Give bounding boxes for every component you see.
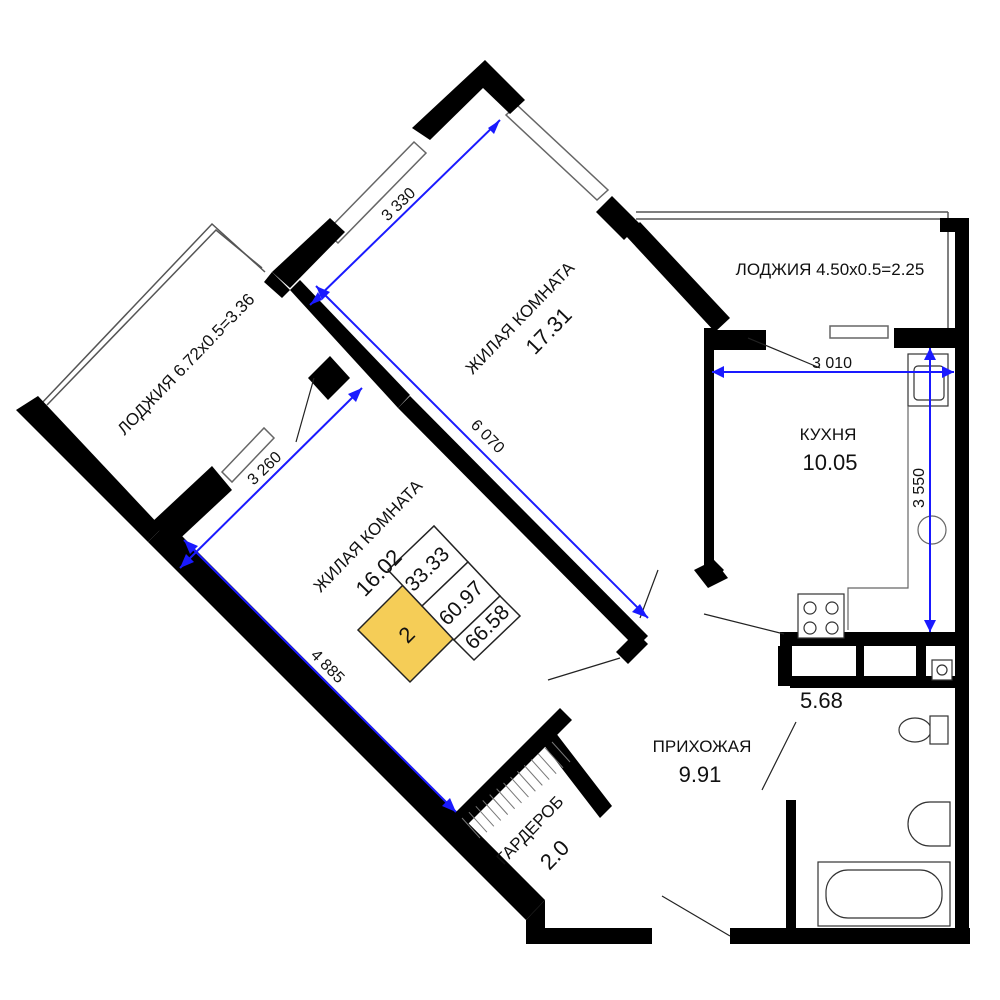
summary-badge [356,524,522,684]
door-swings [295,337,821,937]
windows [220,103,889,484]
wardrobe-hatch-line [517,770,536,792]
wardrobe-hatch-line [468,811,488,833]
wardrobe-hatch-line [461,817,481,839]
kitchen-area: 10.05 [802,450,857,475]
loggia-right-label: ЛОДЖИЯ 4.50x0.5=2.25 [736,260,925,279]
wardrobe-hatch-line [551,741,571,763]
kitchen-name: КУХНЯ [800,425,857,444]
washing-machine-icon [931,659,953,681]
dim-line-left-width [179,387,363,569]
dim-line-left-length [183,539,457,813]
toilet-icon [898,715,949,745]
bathroom-area: 5.68 [800,688,843,713]
wardrobe-hatch-line [496,788,515,810]
stove-icon [797,593,845,639]
wardrobe-area: 2.0 [535,835,574,874]
dimension-arrows [180,120,954,812]
wardrobe-hatch-line [482,800,502,821]
dimension-lines [179,119,954,813]
bathtub-icon [817,861,951,927]
dim-line-top-length [315,285,649,619]
kitchen-sink-icon [907,353,949,407]
dim-kitchen-width-label: 3 010 [812,355,852,372]
wardrobe-hatch-line [503,782,522,804]
hallway-name: ПРИХОЖАЯ [653,737,752,756]
wardrobe-hatch-line [530,759,550,780]
wardrobe-hatch-line [544,747,564,769]
wardrobe-hatch-line [537,753,557,775]
wardrobe-hatch-line [523,765,543,786]
walls [16,60,970,944]
hallway-area: 9.91 [679,762,722,787]
washbasin-icon [907,801,951,847]
wardrobe-hatching [461,741,571,839]
dim-top-length-label: 6 070 [467,417,507,457]
wardrobe-hatch-line [489,794,509,815]
dim-kitchen-length-label: 3 550 [911,468,928,508]
dim-line-top-width [309,119,501,306]
wardrobe-hatch-line [510,776,529,798]
loggia-left-label: ЛОДЖИЯ 6.72x0.5=3.36 [114,290,259,439]
wardrobe-hatch-line [475,805,495,827]
counter [847,406,947,630]
